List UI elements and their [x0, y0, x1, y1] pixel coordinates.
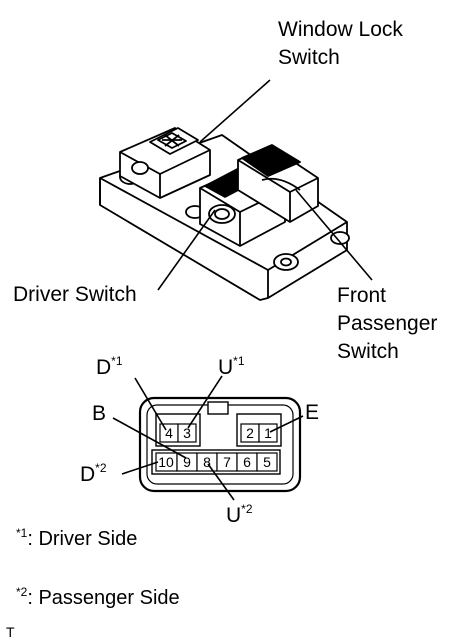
- u2-mark: *2: [241, 502, 253, 516]
- d2-callout: D*2: [80, 461, 107, 486]
- driver-switch-leader: [157, 209, 216, 291]
- pin-8: 8: [203, 454, 211, 470]
- pin-3: 3: [183, 425, 191, 441]
- note-driver-mark: *1: [16, 526, 28, 540]
- u1-letter: U: [218, 356, 233, 379]
- connector-face: [138, 396, 302, 493]
- front-passenger-leader: [295, 189, 373, 281]
- pin-2: 2: [246, 425, 254, 441]
- note-passenger-side: *2: Passenger Side: [16, 585, 180, 609]
- u1-mark: *1: [233, 354, 245, 368]
- e-leader: [269, 415, 304, 433]
- note-passenger-mark: *2: [16, 585, 28, 599]
- d2-mark: *2: [95, 461, 107, 475]
- pin-6: 6: [243, 454, 251, 470]
- window-lock-switch-label-line2: Switch: [278, 46, 340, 69]
- d1-leader: [134, 377, 167, 431]
- front-passenger-switch-label-line1: Front: [337, 284, 386, 307]
- u2-leader: [207, 463, 235, 501]
- pin-7: 7: [223, 454, 231, 470]
- note-driver-text: : Driver Side: [27, 528, 137, 550]
- driver-switch-label: Driver Switch: [13, 283, 137, 306]
- d1-callout: D*1: [96, 354, 123, 379]
- pin-5: 5: [263, 454, 271, 470]
- d2-leader: [121, 461, 159, 475]
- u1-leader: [187, 375, 223, 429]
- e-callout: E: [305, 401, 319, 424]
- pin-9: 9: [183, 454, 191, 470]
- window-lock-switch-label-line1: Window Lock: [278, 18, 403, 41]
- d1-letter: D: [96, 356, 111, 379]
- note-driver-side: *1: Driver Side: [16, 526, 137, 550]
- pin-10: 10: [158, 454, 174, 470]
- b-callout: B: [92, 402, 106, 425]
- u2-letter: U: [226, 504, 241, 527]
- u2-callout: U*2: [226, 502, 253, 527]
- switch-assembly-illustration: [99, 127, 350, 301]
- u1-callout: U*1: [218, 354, 245, 379]
- note-passenger-text: : Passenger Side: [27, 587, 179, 609]
- pin-1: 1: [264, 425, 272, 441]
- pin-4: 4: [165, 425, 173, 441]
- d1-mark: *1: [111, 354, 123, 368]
- corner-mark: T: [6, 624, 15, 640]
- b-leader: [112, 417, 187, 459]
- front-passenger-switch-label-line3: Switch: [337, 340, 399, 363]
- window-lock-leader: [199, 79, 271, 143]
- front-passenger-switch-label-line2: Passenger: [337, 312, 437, 335]
- d2-letter: D: [80, 463, 95, 486]
